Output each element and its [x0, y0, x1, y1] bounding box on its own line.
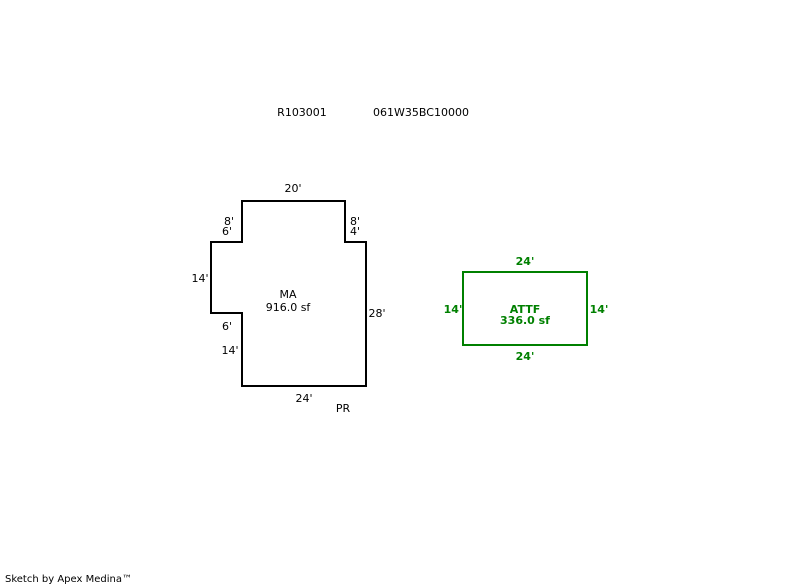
account-id: R103001 [277, 106, 327, 119]
main-area-lower-left-wall-dimension: 14' [221, 344, 238, 357]
main-area-upper-right-notch-height: 4' [350, 225, 360, 238]
main-area-upper-left-notch-width: 8' [224, 215, 234, 228]
sketch-credit: Sketch by Apex Medina™ [5, 574, 132, 585]
garage-square-footage: 336.0 sf [500, 314, 550, 327]
main-area-upper-left-notch-height: 6' [222, 225, 232, 238]
garage-label: ATTF [510, 303, 540, 316]
main-area-lower-left-notch-dimension: 6' [222, 320, 232, 333]
porch-label: PR [336, 402, 351, 415]
main-area-right-wall-dimension: 28' [368, 307, 385, 320]
garage-right-dimension: 14' [590, 303, 609, 316]
main-area-bottom-dimension: 24' [295, 392, 312, 405]
main-area-upper-right-notch-width: 8' [350, 215, 360, 228]
attached-garage-outline [462, 271, 588, 346]
main-area-top-dimension: 20' [284, 182, 301, 195]
garage-bottom-dimension: 24' [516, 350, 535, 363]
main-area-label: MA [279, 288, 296, 301]
main-area-outline [210, 200, 367, 387]
main-area-left-wall-dimension: 14' [191, 272, 208, 285]
main-area-square-footage: 916.0 sf [266, 301, 312, 314]
garage-left-dimension: 14' [444, 303, 463, 316]
map-tax-lot: 061W35BC10000 [373, 106, 469, 119]
garage-top-dimension: 24' [516, 255, 535, 268]
